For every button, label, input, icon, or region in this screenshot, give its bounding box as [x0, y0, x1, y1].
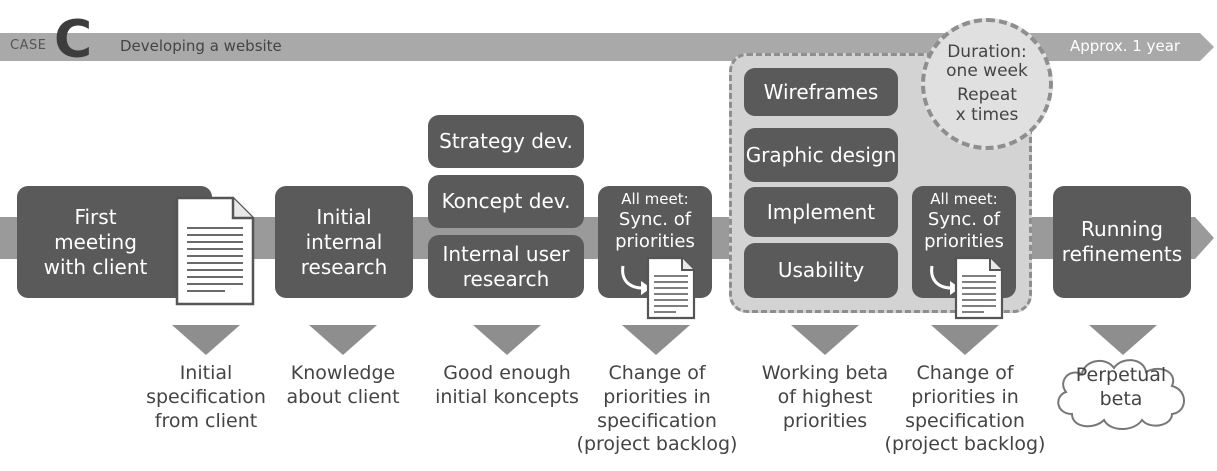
- all-meet-2-line2: Sync. of: [927, 208, 1001, 230]
- all-meet-1-line3: priorities: [615, 231, 695, 253]
- output-5-line3: priorities: [782, 409, 868, 432]
- step-running-line1: Running: [1081, 217, 1163, 241]
- step-implement: Implement: [744, 187, 898, 237]
- curved-arrow-icon: [621, 265, 651, 295]
- output-4-line2: priorities in: [603, 385, 711, 408]
- output-4-line3: specification: [597, 409, 717, 432]
- output-label-3: Good enough initial koncepts: [428, 362, 586, 410]
- step-usability: Usability: [744, 243, 898, 298]
- case-word: CASE: [10, 38, 47, 53]
- step-running-line2: refinements: [1061, 242, 1183, 266]
- step-initial-research-line1: Initial: [316, 204, 372, 229]
- step-wireframes: Wireframes: [744, 68, 898, 116]
- overall-duration: Approx. 1 year: [1070, 37, 1181, 55]
- output-label-1: Initial specification from client: [136, 362, 276, 433]
- output-arrow-6: [931, 325, 999, 355]
- output-5-line1: Working beta: [761, 362, 889, 384]
- all-meet-2-title: All meet:: [930, 190, 998, 208]
- step-user-research-line2: research: [462, 266, 550, 291]
- output-arrow-5: [791, 325, 859, 355]
- output-1-line2: specification: [146, 385, 266, 408]
- step-first-meeting-line2: with client: [43, 254, 148, 279]
- sprint-duration-badge: Duration: one week Repeat x times: [921, 18, 1053, 150]
- output-arrow-7: [1089, 325, 1157, 355]
- case-title: Developing a website: [120, 37, 282, 55]
- step-first-meeting-line1: First meeting: [54, 204, 137, 254]
- case-letter: C: [54, 10, 93, 70]
- output-label-6: Change of priorities in specification (p…: [880, 362, 1050, 457]
- output-7-line1: Perpetual: [1075, 364, 1167, 386]
- output-6-line1: Change of: [916, 362, 1014, 384]
- output-7-line2: beta: [1099, 387, 1143, 410]
- step-strategy-label: Strategy dev.: [439, 129, 573, 153]
- output-3-line1: Good enough: [443, 362, 571, 384]
- output-5-line2: of highest: [777, 385, 873, 408]
- output-6-line4: (project backlog): [884, 433, 1046, 456]
- step-koncept-label: Koncept dev.: [441, 189, 571, 213]
- output-arrow-4: [622, 325, 690, 355]
- cloud-shape: [1057, 359, 1185, 430]
- output-6-line2: priorities in: [911, 385, 1019, 408]
- output-label-7: Perpetual beta: [1056, 364, 1186, 412]
- step-running-refinements: Running refinements: [1053, 186, 1191, 298]
- step-user-research-line1: Internal user: [442, 241, 570, 266]
- step-graphic-design: Graphic design: [744, 128, 898, 182]
- all-meet-1-title: All meet:: [621, 190, 689, 208]
- step-wireframes-label: Wireframes: [763, 79, 879, 104]
- output-arrow-2: [309, 325, 377, 355]
- output-3-line2: initial koncepts: [435, 385, 579, 408]
- all-meet-1-line2: Sync. of: [618, 208, 692, 230]
- output-label-2: Knowledge about client: [278, 362, 408, 410]
- output-2-line1: Knowledge: [290, 362, 396, 384]
- output-arrow-1: [172, 325, 240, 355]
- output-6-line3: specification: [905, 409, 1025, 432]
- document-icon: [175, 196, 255, 306]
- step-usability-label: Usability: [777, 258, 865, 282]
- all-meet-2-line3: priorities: [924, 231, 1004, 253]
- duration-label: Duration:: [947, 41, 1027, 62]
- repeat-label: Repeat: [957, 85, 1017, 105]
- output-label-5: Working beta of highest priorities: [752, 362, 898, 433]
- repeat-value: x times: [955, 104, 1019, 125]
- output-4-line1: Change of: [608, 362, 706, 384]
- step-initial-research-line3: research: [300, 254, 388, 279]
- step-koncept: Koncept dev.: [428, 175, 584, 228]
- document-icon: [646, 256, 696, 320]
- output-label-4: Change of priorities in specification (p…: [572, 362, 742, 457]
- step-initial-research-line2: internal: [305, 229, 383, 254]
- step-implement-label: Implement: [766, 199, 876, 224]
- output-1-line1: Initial: [179, 362, 233, 384]
- output-2-line2: about client: [286, 385, 400, 408]
- document-icon: [954, 256, 1004, 320]
- step-graphic-design-label: Graphic design: [745, 142, 897, 167]
- step-strategy: Strategy dev.: [428, 115, 584, 168]
- duration-value: one week: [946, 61, 1028, 82]
- output-arrow-3: [473, 325, 541, 355]
- step-user-research: Internal user research: [428, 235, 584, 298]
- output-4-line4: (project backlog): [576, 433, 738, 456]
- step-initial-research: Initial internal research: [275, 186, 413, 298]
- output-1-line3: from client: [154, 409, 258, 432]
